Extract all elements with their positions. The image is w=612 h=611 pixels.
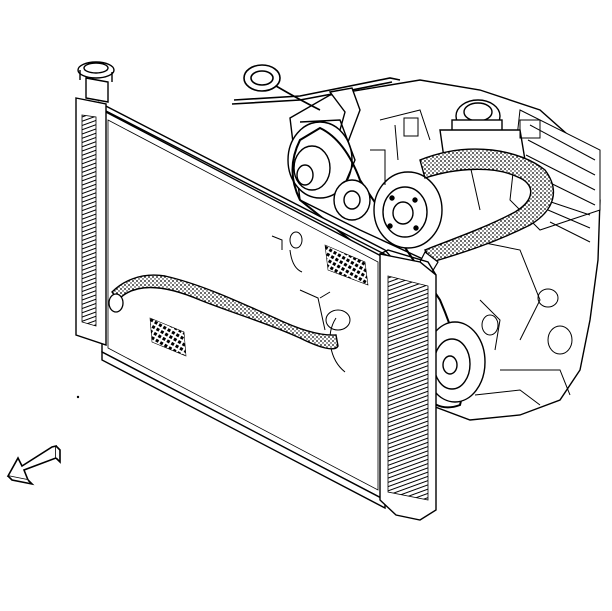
right-tank [379,249,437,521]
radiator-grille-lower [149,317,187,357]
lower-pulley [424,321,486,403]
radiator-grille-upper [324,244,369,286]
idler-pulley [333,179,371,221]
alternator [287,119,356,201]
water-pump-pulley [373,171,443,249]
speck [76,395,80,399]
lower-hose-end [108,293,124,313]
lower-radiator-hose [111,274,339,350]
dipstick-tube [231,64,401,111]
core-details [271,231,351,373]
left-tank [75,97,107,346]
radiator-cap-icon [77,61,115,103]
arrow-down-left-icon [6,444,61,486]
